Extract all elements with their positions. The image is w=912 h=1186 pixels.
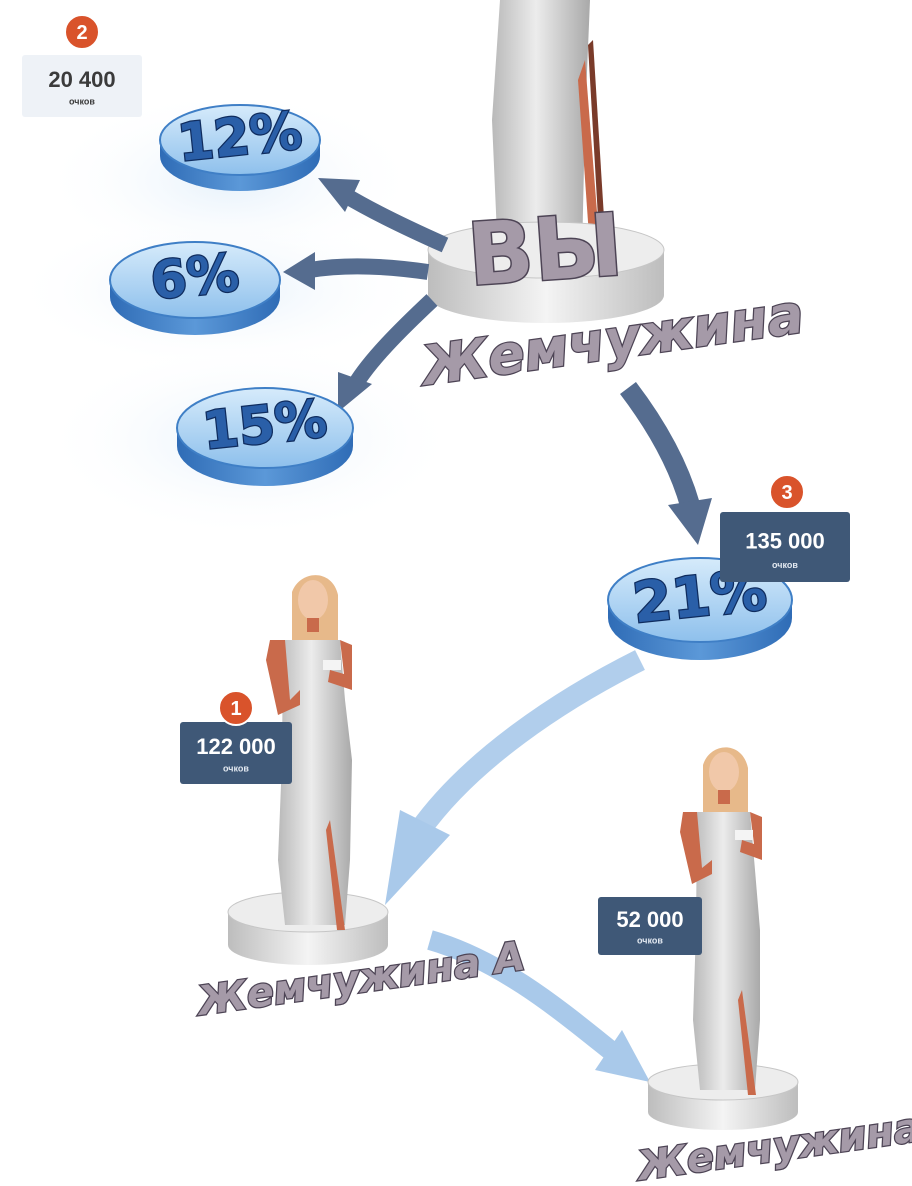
commission-label: 6%: [148, 243, 242, 312]
commission-disc-c6: 6%: [109, 241, 281, 335]
member-b-figure: [647, 747, 799, 1130]
score-value: 122 000: [196, 734, 276, 759]
score-unit: очков: [69, 97, 95, 107]
rank-badge: 3: [769, 474, 805, 510]
you-figure: [492, 0, 606, 258]
you-title: ВЫ: [464, 195, 625, 306]
member-a-figure: [227, 575, 389, 965]
arrows-light: [385, 650, 650, 1082]
score-unit: очков: [637, 935, 663, 945]
score-unit: очков: [772, 560, 798, 570]
woman-in-gown-icon: [680, 747, 762, 1095]
commission-disc-c15: 15%: [176, 387, 354, 486]
score-box-s2: 20 400 очков 2: [22, 14, 142, 117]
score-value: 52 000: [616, 907, 683, 932]
score-value: 20 400: [48, 67, 115, 92]
commission-label: 12%: [175, 101, 305, 174]
score-unit: очков: [223, 764, 249, 774]
score-value: 135 000: [745, 528, 825, 553]
rank-number: 3: [781, 482, 792, 504]
you-pedestal: [427, 221, 665, 323]
score-box-s3: 135 000 очков 3: [720, 474, 850, 582]
score-box-sb: 52 000 очков: [598, 897, 702, 955]
commission-disc-c12: 12%: [159, 100, 321, 191]
woman-in-gown-icon: [266, 575, 352, 930]
rank-number: 1: [230, 698, 241, 720]
arrows-dark: [283, 178, 712, 545]
score-box-s1: 122 000 очков 1: [180, 690, 292, 784]
rank-badge: 1: [218, 690, 254, 726]
rank-badge: 2: [64, 14, 100, 50]
rank-number: 2: [76, 22, 87, 44]
commission-label: 15%: [200, 389, 330, 462]
